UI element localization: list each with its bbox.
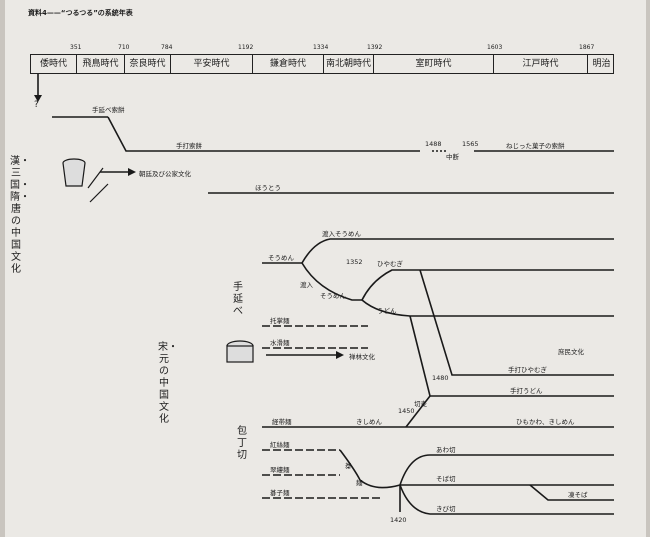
era-muromachi: 室町時代 <box>374 55 494 73</box>
label-1420: 1420 <box>390 516 407 524</box>
label-kibi: きび切 <box>436 505 456 513</box>
label-teuchi-udon: 手打うどん <box>510 387 543 395</box>
bowl-icon <box>62 158 109 203</box>
label-zenrin: 禅林文化 <box>349 353 375 361</box>
label-suikamen: 水滑麺 <box>270 339 290 347</box>
label-kiri: 切麦 <box>414 400 427 408</box>
label-hiyamugi: ひやむぎ <box>377 260 403 268</box>
han-culture-label: 漢・三国・隋・唐の中国文化 <box>10 156 30 275</box>
era-kamakura: 鎌倉時代 <box>253 55 324 73</box>
label-kiri-char: 棊 <box>345 462 352 470</box>
label-soba: そば切 <box>436 475 456 483</box>
label-houtou: ほうとう <box>255 184 281 192</box>
year-1334: 1334 <box>313 44 329 51</box>
document-page <box>5 0 646 537</box>
label-men-char: 麺 <box>356 479 363 487</box>
year-1392: 1392 <box>367 44 383 51</box>
label-kishimen-cat: 経帯麺 <box>272 418 292 426</box>
label-1488: 1488 <box>425 140 442 148</box>
label-tenobe-saku: 手延べ索餅 <box>92 106 125 114</box>
era-meiji: 明治 <box>592 59 611 69</box>
label-1565: 1565 <box>462 140 479 148</box>
label-chouhan: 朝廷及び公家文化 <box>139 170 191 178</box>
pot-icon <box>226 340 254 363</box>
tenobe-label: 手延べ <box>233 282 243 317</box>
year-351: 351 <box>70 44 82 51</box>
question-mark: ? <box>34 100 39 110</box>
era-wa: 倭時代 <box>31 55 77 73</box>
label-kosoba: 凍そば <box>568 491 588 499</box>
year-710: 710 <box>118 44 130 51</box>
era-nanbokucho: 南北朝時代 <box>324 55 374 73</box>
year-1867: 1867 <box>579 44 595 51</box>
era-timeline: 倭時代 飛鳥時代 奈良時代 平安時代 鎌倉時代 南北朝時代 室町時代 江戸時代 … <box>30 54 614 74</box>
label-kouhimen: 紅絲麺 <box>270 441 290 449</box>
era-asuka: 飛鳥時代 <box>77 55 125 73</box>
year-1192: 1192 <box>238 44 254 51</box>
label-udon: うどん <box>377 307 397 315</box>
era-heian: 平安時代 <box>171 55 253 73</box>
label-soumen: そうめん <box>268 254 294 262</box>
year-1603: 1603 <box>487 44 503 51</box>
song-culture-label: 宋・元の中国文化 <box>158 342 178 425</box>
label-1480: 1480 <box>432 374 449 382</box>
label-suikoumen: 翠縷麺 <box>270 466 290 474</box>
label-chudan: 中断 <box>446 153 459 161</box>
year-784: 784 <box>161 44 173 51</box>
label-teuchi-hiyamugi: 手打ひやむぎ <box>508 366 547 374</box>
label-takumen: 托掌麺 <box>270 317 290 325</box>
label-soumen2: そうめん <box>320 292 346 300</box>
era-edo: 江戸時代 <box>494 55 588 73</box>
label-toiri2: 渡入 <box>300 281 313 289</box>
label-nejitta: ねじった菓子の索餅 <box>506 142 565 150</box>
label-toiri-soumen: 渡入そうめん <box>322 230 361 238</box>
label-teuchi-saku: 手打索餅 <box>176 142 202 150</box>
label-shomin: 庶民文化 <box>558 348 584 356</box>
origin-arrow-head <box>34 95 42 102</box>
label-awa: あわ切 <box>436 446 456 454</box>
document-title: 資料4——“つるつる”の系統年表 <box>28 9 133 17</box>
label-himokawa: ひもかわ、きしめん <box>516 418 575 426</box>
houchou-label: 包丁切 <box>237 426 247 461</box>
label-kishimen-kiri: 碁子麺 <box>270 489 290 497</box>
label-1450: 1450 <box>398 407 415 415</box>
era-nara: 奈良時代 <box>125 55 171 73</box>
label-kishimen: きしめん <box>356 418 382 426</box>
label-1352: 1352 <box>346 258 363 266</box>
